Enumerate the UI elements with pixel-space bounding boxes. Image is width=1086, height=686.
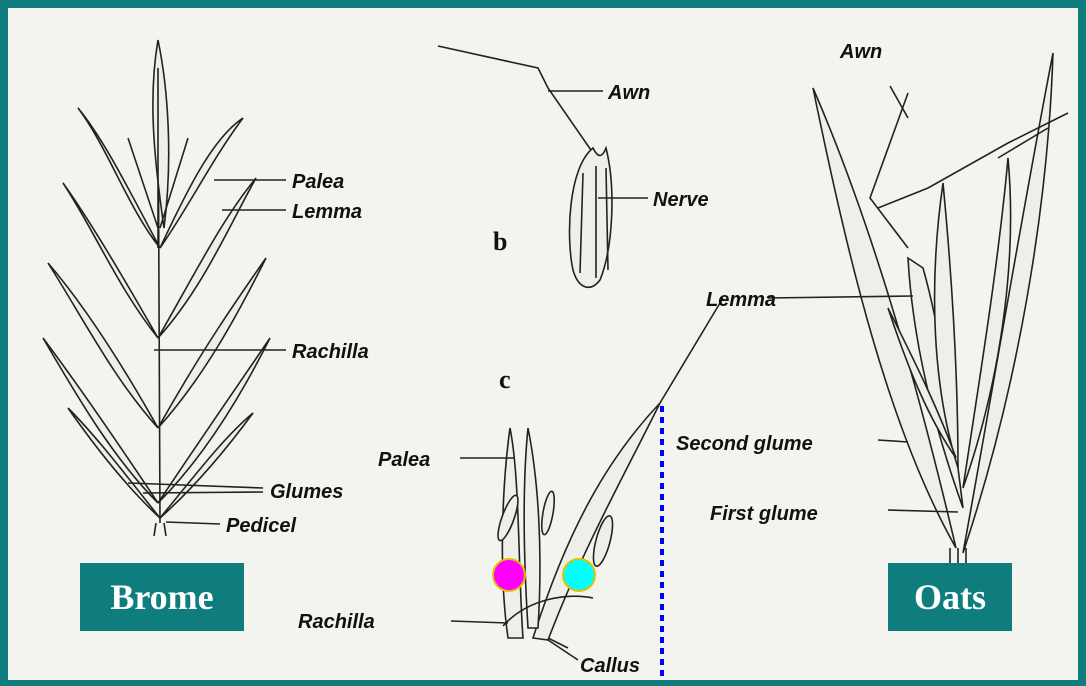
label-first-glume: First glume [710,503,818,525]
label-lemma: Lemma [292,201,362,223]
label-glumes: Glumes [270,481,343,503]
label-callus: Callus [580,655,640,677]
label-awn-oats: Awn [839,41,882,63]
magenta-dot [493,559,525,591]
letter-b: b [493,227,507,256]
label-palea-c: Palea [378,449,430,471]
label-lemma-oats: Lemma [706,289,776,311]
letter-c: c [499,365,511,394]
label-rachilla-c: Rachilla [298,611,375,633]
label-pedicel: Pedicel [226,515,296,537]
label-awn-b: Awn [607,82,650,104]
brome-label-box: Brome [80,563,244,631]
label-second-glume: Second glume [676,433,813,455]
label-rachilla: Rachilla [292,341,369,363]
oats-spikelet: Awn Lemma Second glume First glume [676,41,1068,564]
label-nerve: Nerve [653,189,709,211]
cyan-dot [563,559,595,591]
brome-spikelet [43,40,270,536]
oats-label-box: Oats [888,563,1012,631]
figure-b-floret: Awn Nerve b [438,46,709,287]
diagram-canvas: Palea Lemma Rachilla Glumes Pedicel Awn … [8,8,1078,680]
label-palea: Palea [292,171,344,193]
